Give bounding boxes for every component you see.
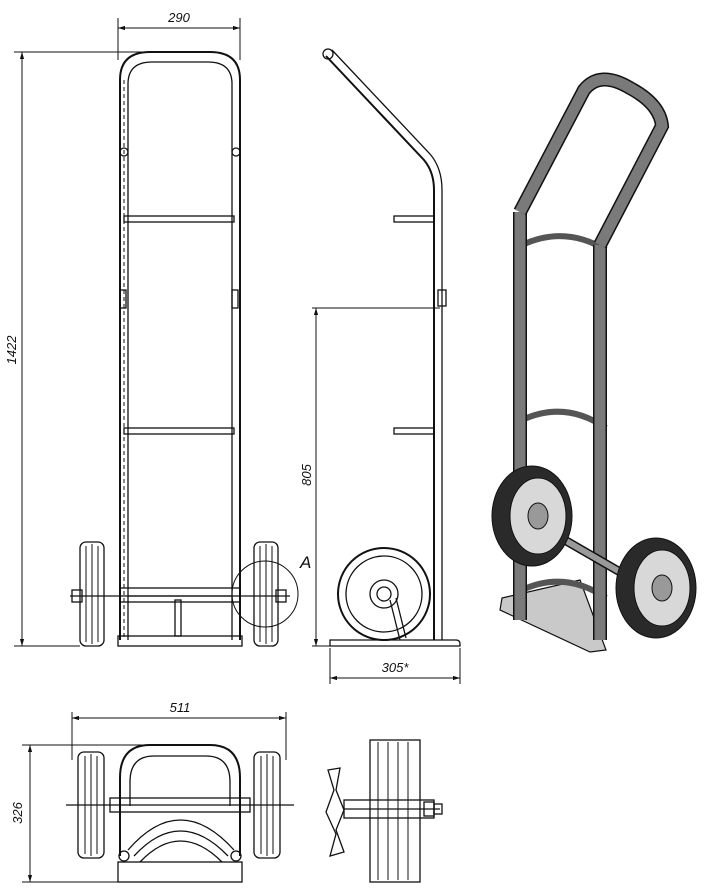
- detail-a-label: A: [299, 553, 311, 572]
- plan-view: 511 326: [10, 700, 294, 883]
- front-view: 290 1422: [4, 10, 311, 647]
- dim-plan-width: 511: [170, 700, 191, 715]
- dim-width-front: 290: [167, 10, 190, 25]
- isometric-view: [491, 72, 697, 653]
- side-view: 805 305*: [299, 48, 461, 684]
- dim-plan-depth: 326: [10, 801, 25, 823]
- detail-a-view: [325, 739, 443, 883]
- dim-axle-height: 805: [299, 463, 314, 485]
- dim-overall-height: 1422: [4, 335, 19, 365]
- dim-wheel-depth: 305*: [382, 660, 410, 675]
